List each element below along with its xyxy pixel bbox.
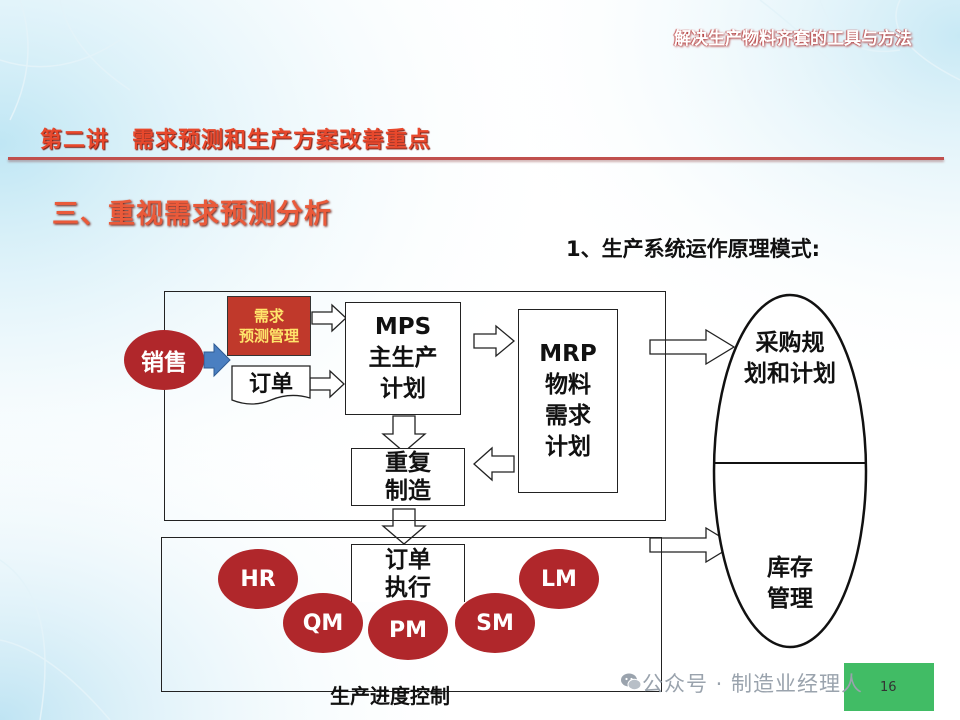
arrow-mps-repeat — [381, 415, 427, 453]
arrow-order-mps — [309, 369, 345, 399]
title-divider — [8, 157, 944, 160]
planning-frame — [164, 291, 666, 521]
forecast-label-1: 需求 — [253, 307, 284, 325]
purchase-label-1: 采购规 — [755, 330, 825, 356]
repeat-manufacturing-node: 重复 制造 — [351, 448, 465, 506]
arrow-control-inventory — [649, 526, 736, 564]
mrp-label-2: 物料 — [545, 372, 591, 398]
wechat-icon — [621, 673, 642, 691]
hr-node: HR — [218, 549, 298, 609]
purchase-label-2: 划和计划 — [744, 361, 836, 387]
forecast-node: 需求 预测管理 — [227, 296, 311, 356]
arrow-mrp-purchase — [649, 328, 736, 366]
mrp-label-1: MRP — [539, 341, 597, 367]
mps-label-3: 计划 — [380, 376, 426, 402]
forecast-label-2: 预测管理 — [238, 327, 299, 345]
repeat-label-2: 制造 — [385, 478, 431, 504]
inventory-label-1: 库存 — [767, 555, 813, 581]
page-badge — [844, 663, 934, 711]
watermark-text: 公众号 · 制造业经理人 — [642, 672, 864, 696]
lecture-title: 第二讲 需求预测和生产方案改善重点 — [40, 128, 432, 153]
arrow-mps-mrp — [473, 324, 516, 358]
control-frame — [161, 537, 662, 692]
purchase-inventory-ellipse — [712, 293, 868, 649]
purchase-plan-node: 采购规 划和计划 — [730, 328, 850, 390]
arrow-forecast-mps — [311, 303, 347, 333]
repeat-label-1: 重复 — [385, 450, 431, 476]
order-document-shape — [231, 365, 311, 405]
order-execution-node: 订单 执行 — [351, 544, 465, 602]
course-title-tag: 解决生产物料齐套的工具与方法 — [674, 29, 912, 49]
mrp-label-4: 计划 — [545, 434, 591, 460]
mrp-label-3: 需求 — [545, 403, 591, 429]
order-exec-label-2: 执行 — [385, 574, 431, 601]
mps-label-1: MPS — [374, 314, 432, 340]
sm-node: SM — [455, 593, 535, 653]
order-exec-label-1: 订单 — [385, 546, 431, 573]
arrow-repeat-exec — [381, 508, 427, 545]
qm-node: QM — [283, 593, 363, 653]
sales-node: 销售 — [124, 330, 204, 390]
inventory-node: 库存 管理 — [730, 553, 850, 615]
lm-node: LM — [519, 549, 599, 609]
mps-label-2: 主生产 — [368, 345, 438, 371]
arrow-sales — [203, 342, 231, 378]
inventory-label-2: 管理 — [767, 586, 813, 612]
order-node: 订单 — [248, 372, 293, 397]
section-title: 三、重视需求预测分析 — [52, 199, 332, 230]
mrp-node: MRP 物料 需求 计划 — [518, 309, 618, 493]
page-number: 16 — [880, 680, 897, 695]
mps-node: MPS 主生产 计划 — [345, 302, 461, 415]
arrow-mrp-repeat — [473, 446, 515, 482]
production-control-label: 生产进度控制 — [330, 684, 450, 708]
pm-node: PM — [368, 600, 448, 660]
diagram-subtitle: 1、生产系统运作原理模式: — [566, 237, 821, 261]
